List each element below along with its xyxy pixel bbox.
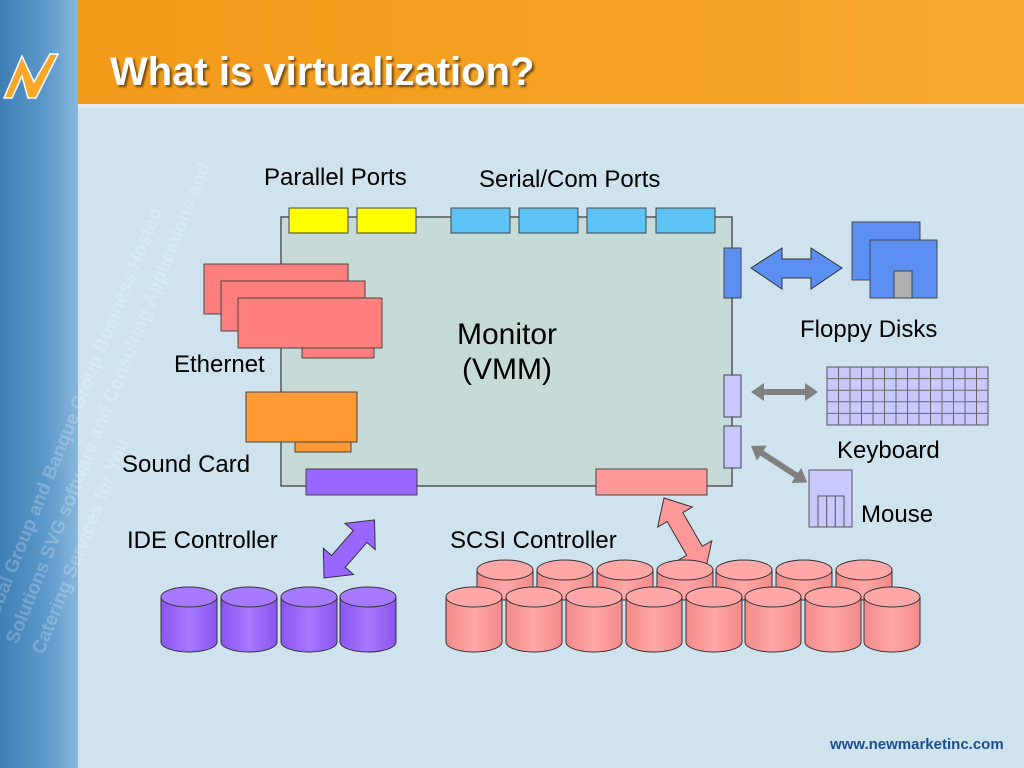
ethernet-card: [237, 297, 383, 349]
scsi-controller-bar: [595, 468, 708, 496]
title-rule: [78, 104, 1024, 108]
scsi-disks-front-row: [445, 586, 921, 653]
left-decor-strip: Global Group and Banque Group Business H…: [0, 0, 215, 768]
sound-card-label: Sound Card: [122, 451, 251, 478]
mouse-connector: [723, 425, 742, 469]
scsi-disk-icon: [505, 586, 563, 653]
header-band: [78, 0, 1024, 104]
ide-disk-icon: [339, 586, 397, 653]
parallel-port: [288, 207, 349, 234]
ide-disk-icon: [160, 586, 218, 653]
scsi-disk-icon: [685, 586, 743, 653]
mouse-double-arrow: [751, 445, 808, 483]
floppy-connector: [723, 247, 742, 299]
ethernet-cards: [203, 263, 383, 359]
ide-controller-bar: [305, 468, 418, 496]
keyboard-double-arrow: [751, 383, 818, 401]
parallel-ports: [288, 207, 417, 234]
scsi-disk-icon: [804, 586, 862, 653]
ide-controller-label: IDE Controller: [127, 527, 278, 554]
slide-title: What is virtualization?: [110, 50, 535, 94]
scsi-disk-icon: [565, 586, 623, 653]
company-logo-icon: [2, 53, 60, 99]
serial-port: [655, 207, 716, 234]
footer-url: www.newmarketinc.com: [830, 736, 1004, 753]
ethernet-label: Ethernet: [174, 351, 265, 378]
ide-disk-icon: [280, 586, 338, 653]
floppy-double-arrow: [750, 247, 843, 290]
floppy-disks-icon: [851, 221, 938, 299]
keyboard-label: Keyboard: [837, 437, 940, 464]
ide-disks: [160, 586, 397, 653]
monitor-label: Monitor (VMM): [456, 318, 558, 386]
keyboard-connector: [723, 374, 742, 418]
scsi-disk-icon: [445, 586, 503, 653]
serial-ports-label: Serial/Com Ports: [479, 166, 661, 193]
floppy-disks-label: Floppy Disks: [800, 316, 938, 343]
mouse-icon: [808, 469, 853, 528]
serial-port: [586, 207, 647, 234]
keyboard-icon: [826, 366, 989, 426]
serial-ports: [450, 207, 716, 234]
mouse-label: Mouse: [861, 501, 934, 528]
serial-port: [518, 207, 579, 234]
scsi-disk-icon: [863, 586, 921, 653]
scsi-controller-label: SCSI Controller: [450, 527, 617, 554]
parallel-port: [356, 207, 417, 234]
ide-double-arrow: [322, 519, 376, 579]
sound-card: [245, 391, 358, 453]
scsi-disk-icon: [744, 586, 802, 653]
ide-disk-icon: [220, 586, 278, 653]
parallel-ports-label: Parallel Ports: [264, 164, 407, 191]
scsi-disk-icon: [625, 586, 683, 653]
serial-port: [450, 207, 511, 234]
